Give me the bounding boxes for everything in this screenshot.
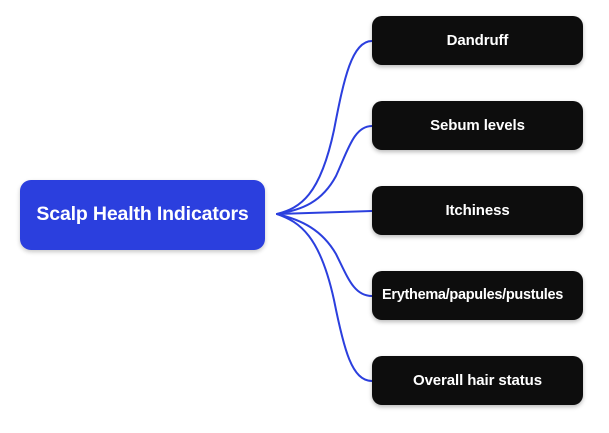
- branch-node-label: Dandruff: [446, 32, 509, 49]
- branch-node-dandruff[interactable]: Dandruff: [372, 16, 583, 65]
- branch-node-erythema-papules-pustules[interactable]: Erythema/papules/pustules: [372, 271, 583, 320]
- connector-line-overall-hair-status: [276, 213, 373, 382]
- branch-node-label: Sebum levels: [430, 117, 525, 134]
- root-node-scalp-health-indicators[interactable]: Scalp Health Indicators: [20, 180, 265, 250]
- branch-node-label: Erythema/papules/pustules: [382, 287, 564, 304]
- connector-line-erythema: [276, 213, 373, 297]
- branch-node-sebum-levels[interactable]: Sebum levels: [372, 101, 583, 150]
- connector-line-itchiness: [276, 210, 373, 215]
- connector-line-sebum-levels: [276, 125, 373, 215]
- branch-node-label: Overall hair status: [413, 372, 542, 389]
- branch-node-itchiness[interactable]: Itchiness: [372, 186, 583, 235]
- branch-node-overall-hair-status[interactable]: Overall hair status: [372, 356, 583, 405]
- connector-line-dandruff: [276, 40, 373, 215]
- root-node-label: Scalp Health Indicators: [36, 203, 249, 226]
- branch-node-label: Itchiness: [445, 202, 510, 219]
